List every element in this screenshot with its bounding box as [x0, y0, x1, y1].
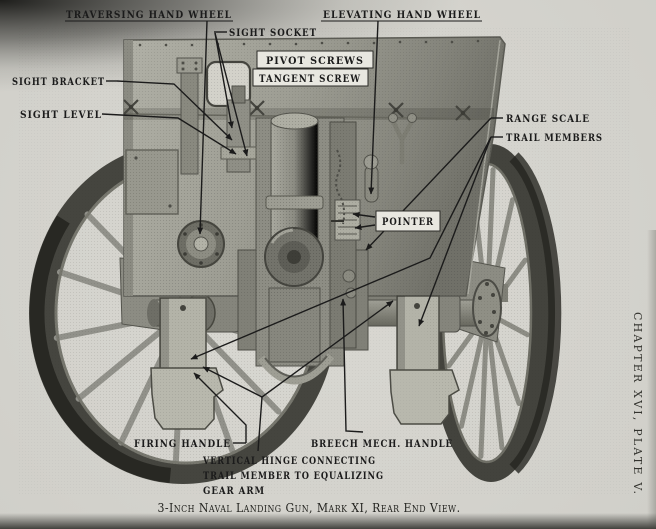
label-tangent-screw: TANGENT SCREW: [259, 74, 361, 85]
label-box-pivot-screws: [256, 50, 374, 69]
leader-vertical-hinge-left: [202, 366, 263, 398]
label-sight-bracket: SIGHT BRACKET: [12, 77, 105, 88]
gun-illustration: [18, 28, 630, 496]
leader-sight-bracket: [116, 80, 233, 141]
callout-labels: TRAVERSING HAND WHEEL ELEVATING HAND WHE…: [12, 10, 603, 497]
scan-shadow-bottom: [0, 513, 656, 529]
leader-vertical-hinge-right: [261, 300, 394, 398]
leader-sight-socket-1: [214, 32, 234, 129]
label-traversing-hand-wheel: TRAVERSING HAND WHEEL: [66, 10, 232, 21]
scan-shadow-right: [647, 230, 656, 529]
label-vertical-hinge-line3: GEAR ARM: [203, 486, 265, 497]
label-sight-level: SIGHT LEVEL: [20, 110, 102, 121]
leader-sight-level: [101, 113, 237, 155]
leader-trail-members-left: [190, 136, 492, 360]
label-box-tangent-screw: [252, 68, 369, 87]
leader-pointer-1: [352, 211, 376, 218]
label-pivot-screws: PIVOT SCREWS: [266, 56, 364, 67]
leader-lines: [65, 20, 503, 452]
label-vertical-hinge-line2: TRAIL MEMBER TO EQUALIZING: [203, 471, 384, 482]
figure-caption: 3-Inch Naval Landing Gun, Mark XI, Rear …: [158, 500, 461, 515]
label-vertical-hinge-line1: VERTICAL HINGE CONNECTING: [202, 456, 376, 467]
leader-traversing-hand-wheel: [197, 20, 208, 235]
leader-sight-socket-2: [214, 32, 249, 157]
label-firing-handle: FIRING HANDLE: [134, 439, 231, 450]
leader-pointer-2: [354, 224, 376, 231]
margin-note: CHAPTER XVI, PLATE V.: [631, 312, 644, 496]
label-breech-mech-handle: BREECH MECH. HANDLE: [311, 439, 453, 450]
label-range-scale: RANGE SCALE: [506, 114, 590, 125]
leader-vertical-hinge-stem: [257, 396, 263, 452]
leader-trail-members-right: [418, 136, 492, 327]
leader-breech-mech-handle: [340, 298, 364, 433]
label-box-pointer: [375, 210, 441, 232]
halftone-texture: [18, 28, 630, 496]
leader-firing-handle: [193, 372, 247, 443]
label-pointer: POINTER: [382, 217, 434, 228]
label-sight-socket: SIGHT SOCKET: [229, 28, 317, 39]
leader-elevating-hand-wheel: [368, 20, 379, 195]
label-trail-members: TRAIL MEMBERS: [506, 133, 603, 144]
label-elevating-hand-wheel: ELEVATING HAND WHEEL: [323, 10, 481, 21]
